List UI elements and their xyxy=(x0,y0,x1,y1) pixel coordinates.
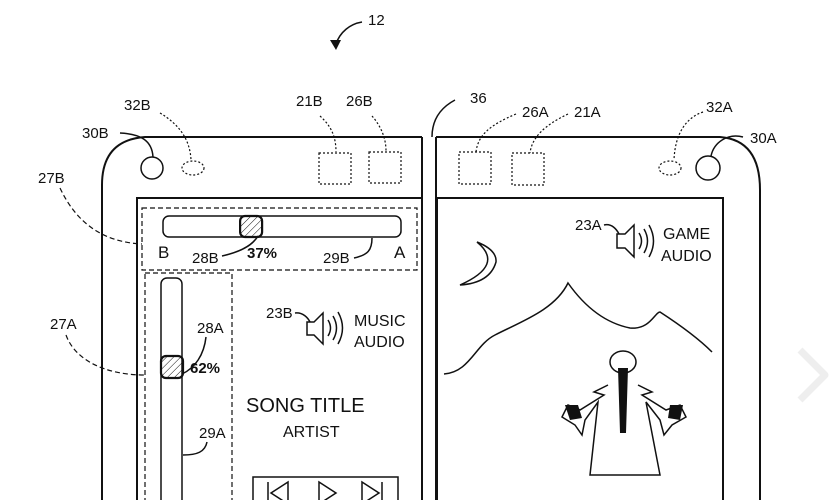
media-controls-box xyxy=(252,476,399,500)
ref-label-29a: 29A xyxy=(199,425,226,442)
leader-26a xyxy=(475,113,517,153)
leader-23a xyxy=(603,223,620,235)
previous-icon[interactable] xyxy=(267,480,289,500)
ref-label-26a: 26A xyxy=(522,104,549,121)
hinge-leader xyxy=(431,99,456,138)
ref-label-device: 12 xyxy=(368,12,385,29)
ref-label-23b: 23B xyxy=(266,305,293,322)
horizontal-slider-track[interactable] xyxy=(162,215,402,238)
ref-label-32b: 32B xyxy=(124,97,151,114)
leader-30a xyxy=(710,135,744,157)
sensor-32a xyxy=(658,160,682,176)
horizontal-slider-value: 37% xyxy=(247,245,277,262)
vertical-slider-value: 62% xyxy=(190,360,220,377)
artist-name: ARTIST xyxy=(283,424,340,441)
leader-28b xyxy=(221,235,259,257)
ref-label-21b: 21B xyxy=(296,93,323,110)
mountains-illustration xyxy=(443,281,713,375)
sensor-21a xyxy=(511,152,545,186)
ref-label-27a: 27A xyxy=(50,316,77,333)
chevron-right-icon[interactable] xyxy=(797,347,829,403)
horizontal-slider-region xyxy=(141,207,418,271)
leader-21a xyxy=(529,113,569,154)
leader-21b xyxy=(319,115,337,153)
ref-label-21a: 21A xyxy=(574,104,601,121)
slider-end-label-b: B xyxy=(158,243,169,262)
sound-waves-icon xyxy=(327,311,344,345)
vertical-slider-region xyxy=(144,272,233,500)
ref-label-23a: 23A xyxy=(575,217,602,234)
right-device-outline xyxy=(436,136,761,500)
play-icon[interactable] xyxy=(318,480,338,500)
leader-32a xyxy=(673,111,704,161)
left-screen xyxy=(136,197,423,500)
leader-28a xyxy=(181,336,207,375)
slider-end-label-a: A xyxy=(394,243,406,262)
speaker-icon xyxy=(306,311,324,346)
sensor-32b xyxy=(181,160,205,176)
arrowhead-icon xyxy=(330,40,341,50)
ref-label-hinge: 36 xyxy=(470,90,487,107)
ref-label-30b: 30B xyxy=(82,125,109,142)
vertical-slider-thumb[interactable] xyxy=(159,354,185,380)
camera-icon xyxy=(695,155,721,181)
media-controls xyxy=(252,476,399,500)
song-title: SONG TITLE xyxy=(246,395,365,417)
wizard-character xyxy=(561,350,687,476)
game-audio-label-line2: AUDIO xyxy=(661,248,712,265)
ref-label-32a: 32A xyxy=(706,99,733,116)
ref-label-28b: 28B xyxy=(192,250,219,267)
music-audio-label-line1: MUSIC xyxy=(354,313,406,330)
sensor-26b xyxy=(368,151,402,184)
game-audio-label-line1: GAME xyxy=(663,226,710,243)
sensor-21b xyxy=(318,152,352,185)
ref-label-30a: 30A xyxy=(750,130,777,147)
leader-30b xyxy=(119,132,154,158)
ref-label-29b: 29B xyxy=(323,250,350,267)
leader-27b xyxy=(59,187,143,245)
right-screen xyxy=(436,197,724,500)
right-device xyxy=(435,136,761,500)
leader-29a xyxy=(182,441,208,456)
horizontal-slider-thumb[interactable] xyxy=(239,214,264,239)
sensor-26a xyxy=(458,151,492,185)
ref-label-26b: 26B xyxy=(346,93,373,110)
moon-icon xyxy=(459,241,497,286)
left-device-outline xyxy=(101,136,422,500)
music-audio-label-line2: AUDIO xyxy=(354,334,405,351)
vertical-slider-track[interactable] xyxy=(160,277,183,500)
sound-waves-icon xyxy=(638,224,655,258)
next-icon[interactable] xyxy=(361,480,383,500)
camera-icon xyxy=(140,156,164,180)
leader-29b xyxy=(353,237,373,259)
leader-23b xyxy=(294,312,311,323)
leader-32b xyxy=(159,112,192,161)
ref-label-28a: 28A xyxy=(197,320,224,337)
leader-27a xyxy=(65,334,146,376)
left-device xyxy=(101,136,423,500)
leader-26b xyxy=(371,115,387,152)
speaker-icon xyxy=(616,223,635,259)
ref-label-27b: 27B xyxy=(38,170,65,187)
